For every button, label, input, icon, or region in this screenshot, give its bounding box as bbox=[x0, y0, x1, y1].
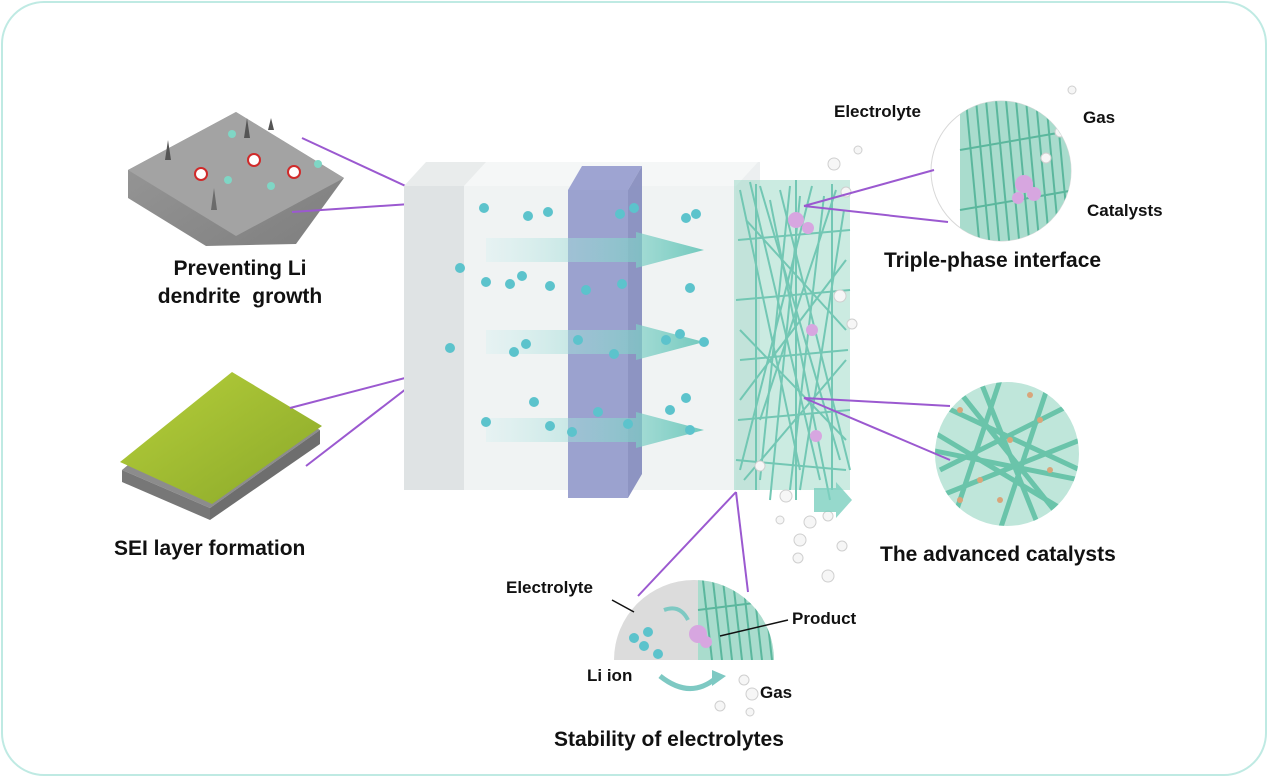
label-sei-layer: SEI layer formation bbox=[114, 537, 306, 560]
ion-flow-arrows bbox=[486, 232, 704, 448]
label-top-electrolyte: Electrolyte bbox=[834, 102, 921, 121]
label-bottom-electrolyte: Electrolyte bbox=[506, 578, 593, 597]
catalyst-particles bbox=[788, 212, 822, 442]
fiber-cathode bbox=[734, 180, 851, 501]
battery-block bbox=[404, 145, 863, 583]
label-bottom-product: Product bbox=[792, 609, 857, 628]
dendrite-plate-illustration bbox=[128, 112, 344, 246]
catalyst-inset bbox=[935, 382, 1079, 526]
dendrite-mark bbox=[194, 167, 208, 181]
label-preventing-dendrite-line2: dendrite growth bbox=[157, 285, 323, 308]
sei-plate-illustration bbox=[120, 372, 322, 520]
triple-phase-inset bbox=[930, 100, 1072, 242]
li-ions bbox=[445, 203, 709, 437]
gas-outflow-arrow bbox=[814, 482, 852, 518]
label-triple-phase: Triple-phase interface bbox=[884, 249, 1102, 272]
label-bottom-li-ion: Li ion bbox=[587, 666, 633, 685]
dendrite-mark bbox=[287, 165, 301, 179]
label-top-gas: Gas bbox=[1083, 108, 1116, 127]
label-top-catalysts: Catalysts bbox=[1087, 201, 1163, 220]
separator bbox=[568, 166, 642, 190]
dendrite-mark bbox=[247, 153, 261, 167]
label-stability: Stability of electrolytes bbox=[554, 728, 784, 751]
label-bottom-gas: Gas bbox=[760, 683, 793, 702]
label-preventing-dendrite-line1: Preventing Li bbox=[173, 257, 307, 280]
label-advanced-catalysts: The advanced catalysts bbox=[880, 543, 1116, 566]
